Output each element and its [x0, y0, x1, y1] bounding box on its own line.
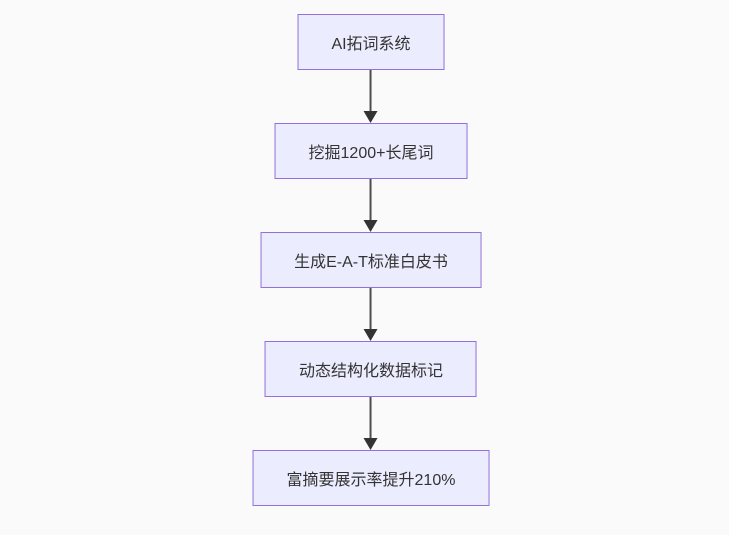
- arrow-connector-2: [364, 179, 378, 232]
- arrow-connector-4: [364, 397, 378, 450]
- arrowhead-down-icon: [364, 220, 378, 232]
- arrow-line: [370, 70, 372, 111]
- arrow-connector-3: [364, 288, 378, 341]
- arrow-line: [370, 288, 372, 329]
- flow-node-ai-word-system: AI拓词系统: [297, 14, 445, 70]
- flow-node-longtail-keywords: 挖掘1200+长尾词: [274, 123, 468, 179]
- arrow-line: [370, 179, 372, 220]
- flow-node-structured-data-markup: 动态结构化数据标记: [264, 341, 477, 397]
- flow-node-eat-whitepaper: 生成E-A-T标准白皮书: [260, 232, 482, 288]
- arrowhead-down-icon: [364, 329, 378, 341]
- arrow-connector-1: [364, 70, 378, 123]
- flow-node-rich-snippet-rate: 富摘要展示率提升210%: [252, 450, 490, 506]
- arrowhead-down-icon: [364, 111, 378, 123]
- arrowhead-down-icon: [364, 438, 378, 450]
- arrow-line: [370, 397, 372, 438]
- flowchart: AI拓词系统 挖掘1200+长尾词 生成E-A-T标准白皮书 动态结构化数据标记…: [252, 14, 490, 506]
